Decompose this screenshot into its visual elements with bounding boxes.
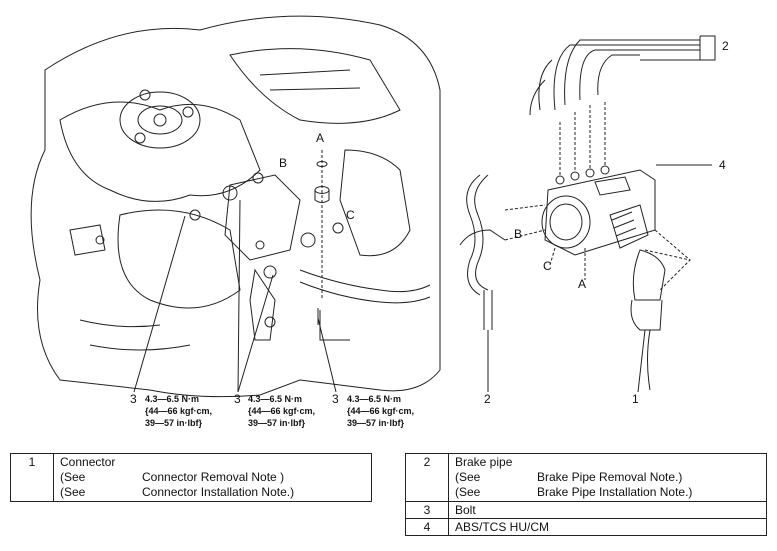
part-number: 3 bbox=[405, 501, 449, 519]
parts-table-right: 2 Brake pipe (See Brake Pipe Removal Not… bbox=[405, 453, 767, 536]
parts-table-left: 1 Connector (See Connector Removal Note … bbox=[10, 453, 372, 502]
part-cell: Connector (See Connector Removal Note ) … bbox=[53, 453, 372, 502]
table-row: 2 Brake pipe (See Brake Pipe Removal Not… bbox=[405, 453, 767, 502]
table-row: 1 Connector (See Connector Removal Note … bbox=[10, 453, 372, 502]
svg-text:{44—66 kgf·cm,: {44—66 kgf·cm, bbox=[347, 406, 414, 416]
callout-3c: 3 bbox=[332, 392, 339, 406]
callout-2-top: 2 bbox=[722, 39, 729, 53]
callout-4: 4 bbox=[719, 158, 726, 172]
callout-A-left: A bbox=[316, 131, 324, 145]
torque-spec-2: 4.3—6.5 N·m {44—66 kgf·cm, 39—57 in·lbf} bbox=[248, 394, 315, 428]
callout-2-bottom: 2 bbox=[484, 392, 491, 406]
note-line: (See Brake Pipe Removal Note.) bbox=[455, 470, 683, 484]
bolt-leader-lines bbox=[133, 199, 337, 393]
svg-text:{44—66 kgf·cm,: {44—66 kgf·cm, bbox=[248, 406, 315, 416]
callout-C-left: C bbox=[346, 208, 355, 222]
callout-3b: 3 bbox=[234, 392, 241, 406]
note-line: (See Connector Installation Note.) bbox=[60, 485, 295, 499]
part-name: Connector bbox=[60, 455, 116, 469]
callout-B-right: B bbox=[514, 227, 522, 241]
note-link[interactable]: Brake Pipe Installation Note.) bbox=[537, 485, 693, 499]
svg-text:39—57 in·lbf}: 39—57 in·lbf} bbox=[347, 418, 405, 428]
note-link[interactable]: Connector Installation Note.) bbox=[142, 485, 295, 499]
svg-text:{44—66 kgf·cm,: {44—66 kgf·cm, bbox=[145, 406, 212, 416]
table-row: 4 ABS/TCS HU/CM bbox=[405, 518, 767, 536]
svg-text:4.3—6.5 N·m: 4.3—6.5 N·m bbox=[248, 394, 302, 404]
svg-text:4.3—6.5 N·m: 4.3—6.5 N·m bbox=[347, 394, 401, 404]
part-name: ABS/TCS HU/CM bbox=[448, 518, 767, 536]
abs-hu-cm-drawing bbox=[459, 35, 716, 393]
torque-spec-1: 4.3—6.5 N·m {44—66 kgf·cm, 39—57 in·lbf} bbox=[145, 394, 212, 428]
part-name: Bolt bbox=[448, 501, 767, 519]
note-link[interactable]: Connector Removal Note ) bbox=[142, 470, 285, 484]
part-number: 2 bbox=[405, 453, 449, 502]
callout-B-left: B bbox=[279, 156, 287, 170]
table-row: 3 Bolt bbox=[405, 501, 767, 519]
svg-text:39—57 in·lbf}: 39—57 in·lbf} bbox=[145, 418, 203, 428]
callout-labels: 1 2 2 3 3 3 4 A B C A B C bbox=[130, 39, 729, 406]
part-name: Brake pipe bbox=[455, 455, 513, 469]
note-line: (See Brake Pipe Installation Note.) bbox=[455, 485, 693, 499]
part-number: 1 bbox=[10, 453, 54, 502]
callout-3a: 3 bbox=[130, 392, 137, 406]
engine-compartment-drawing bbox=[30, 15, 441, 398]
callout-C-right: C bbox=[543, 259, 552, 273]
abs-unit-exploded-diagram: 1 2 2 3 3 3 4 A B C A B C 4.3—6.5 N·m {4… bbox=[30, 15, 729, 428]
callout-A-right: A bbox=[578, 277, 586, 291]
torque-spec-3: 4.3—6.5 N·m {44—66 kgf·cm, 39—57 in·lbf} bbox=[347, 394, 414, 428]
part-cell: Brake pipe (See Brake Pipe Removal Note.… bbox=[448, 453, 767, 502]
svg-text:39—57 in·lbf}: 39—57 in·lbf} bbox=[248, 418, 306, 428]
mount-post-A bbox=[314, 150, 330, 300]
svg-text:4.3—6.5 N·m: 4.3—6.5 N·m bbox=[145, 394, 199, 404]
callout-1: 1 bbox=[632, 392, 639, 406]
note-link[interactable]: Brake Pipe Removal Note.) bbox=[537, 470, 683, 484]
part-number: 4 bbox=[405, 518, 449, 536]
note-line: (See Connector Removal Note ) bbox=[60, 470, 285, 484]
